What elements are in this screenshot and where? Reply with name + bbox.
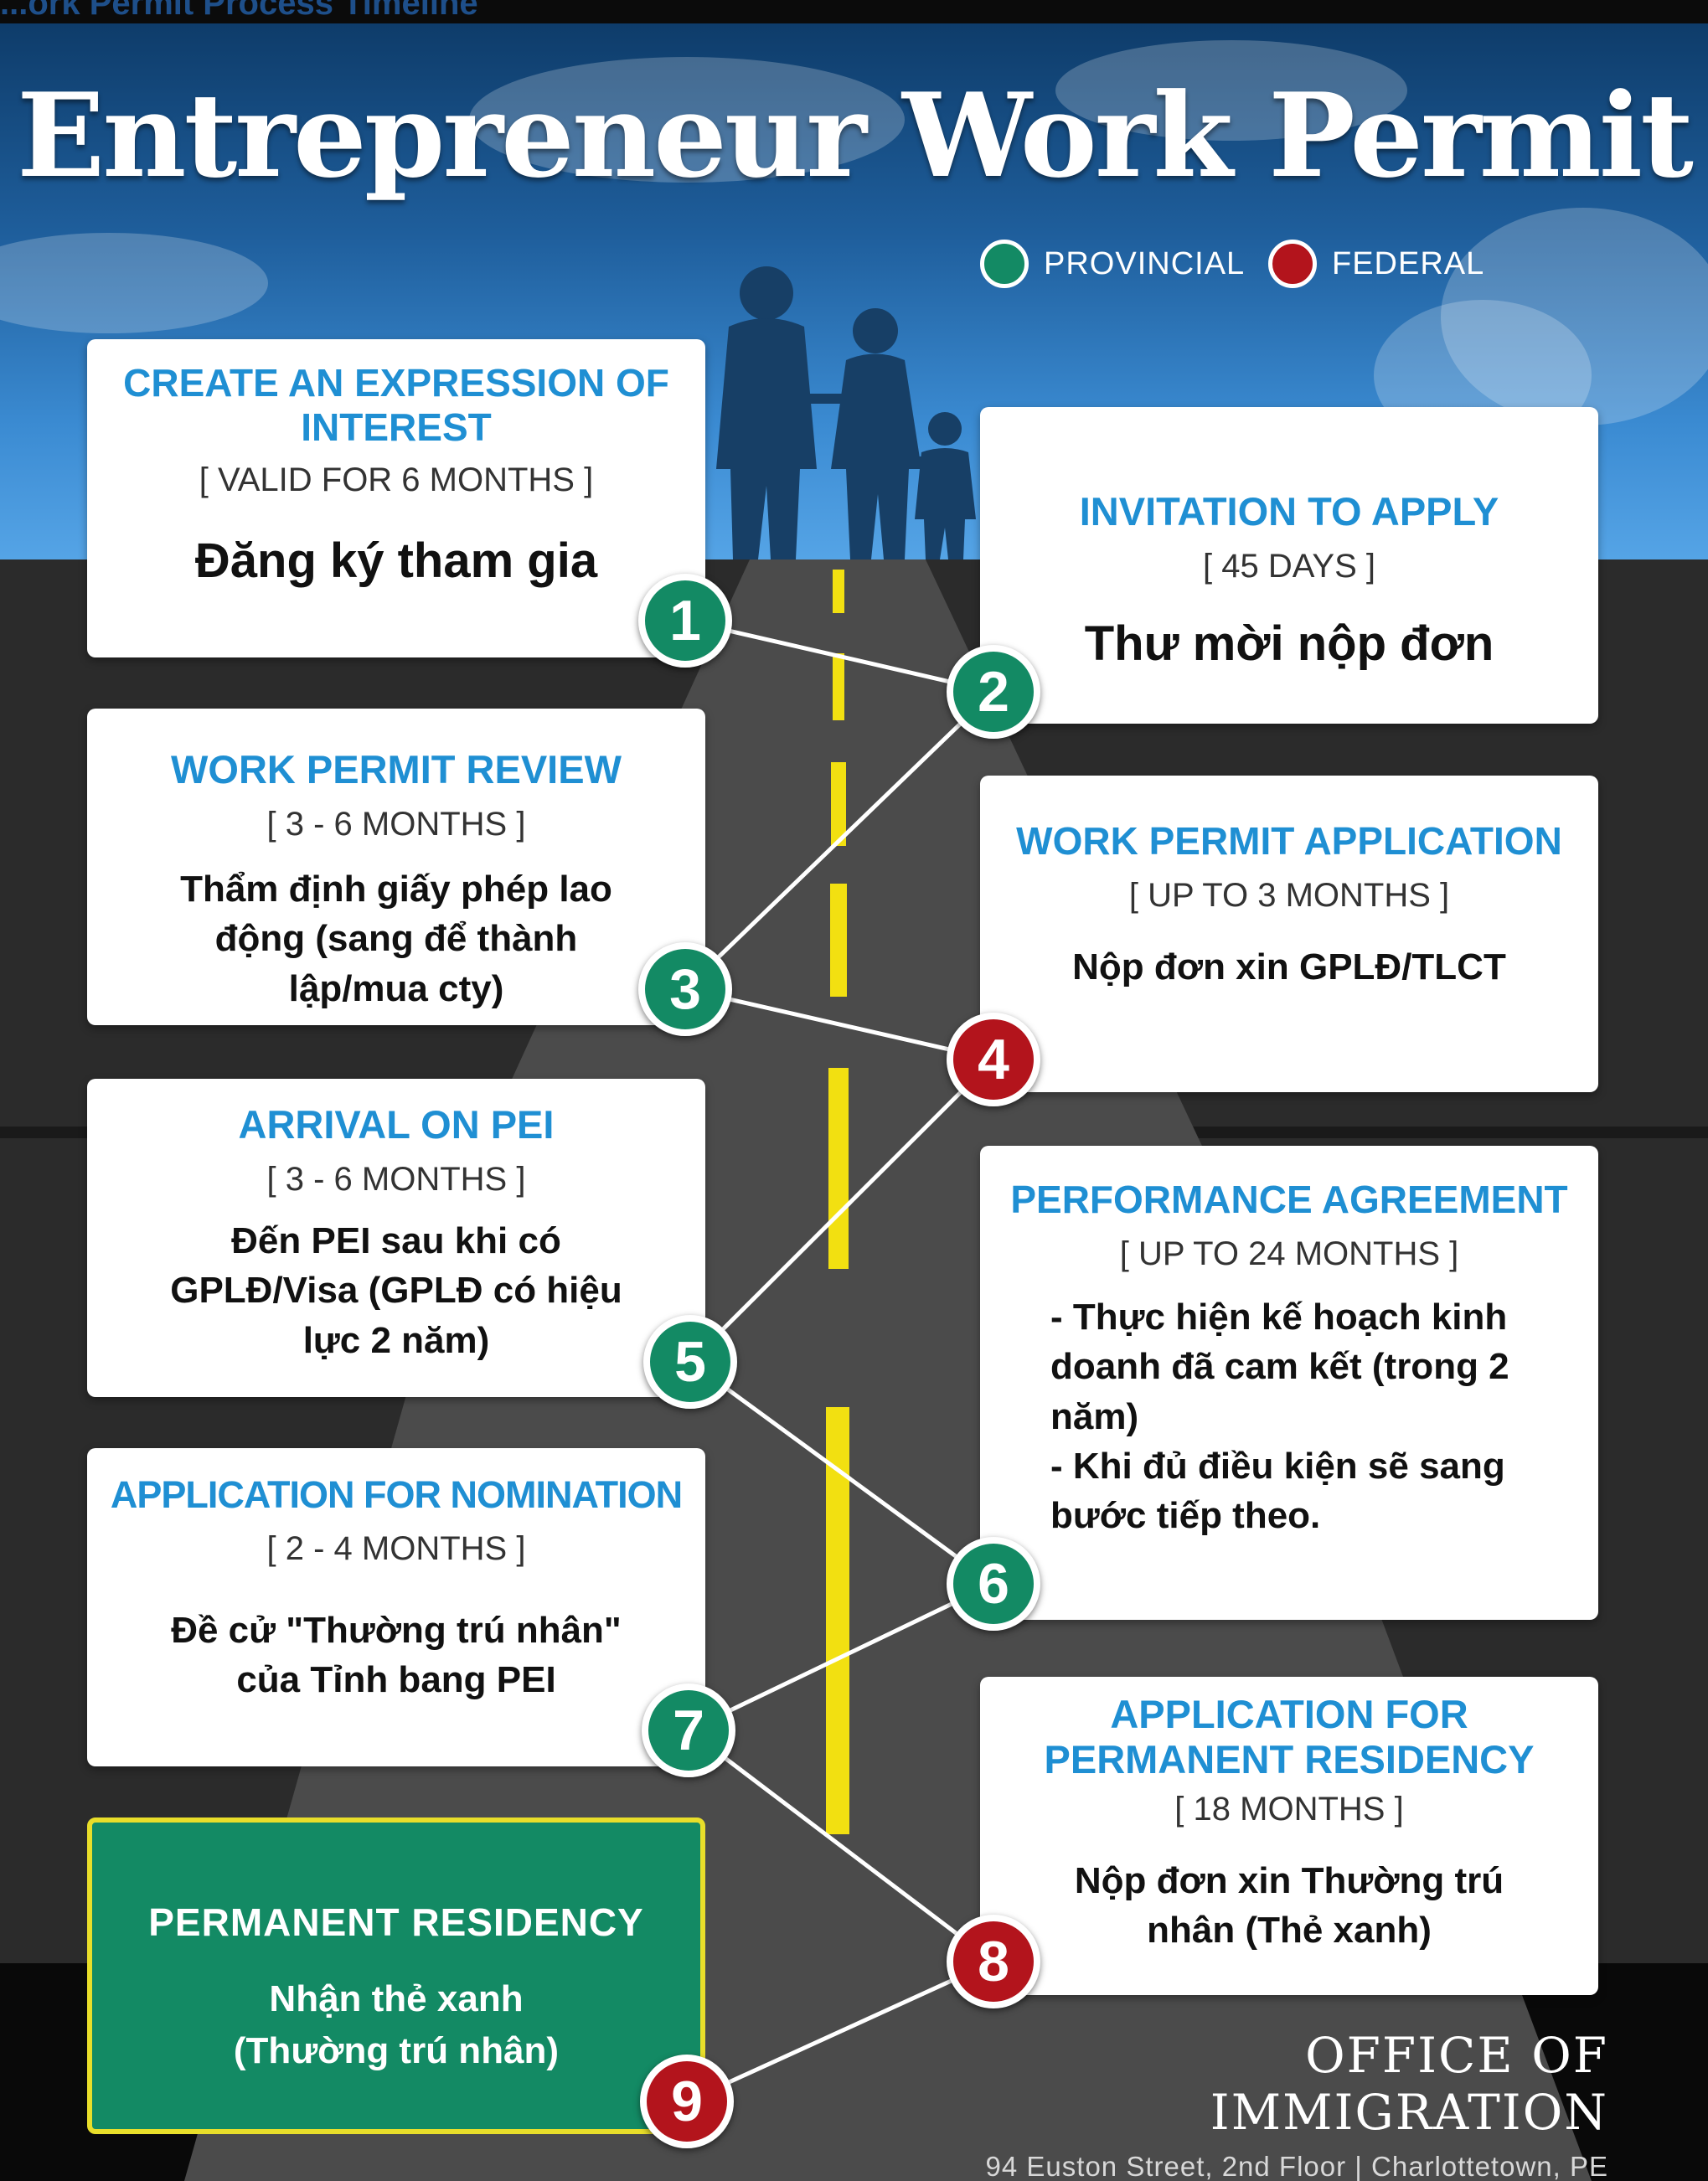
federal-dot-icon [1268, 240, 1317, 288]
cloud-shape [1055, 40, 1407, 141]
step-badge-4: 4 [947, 1013, 1040, 1106]
step-connectors [684, 618, 995, 2104]
step-card-8: APPLICATION FOR PERMANENT RESIDENCY [ 18… [980, 1677, 1598, 1995]
step-vietnamese: Thư mời nộp đơn [1084, 616, 1494, 672]
connector-line [687, 1581, 995, 1733]
header-strip: ...ork Permit Process Timeline [0, 0, 1708, 23]
legend-label: PROVINCIAL [1044, 245, 1246, 281]
step-card-1: CREATE AN EXPRESSION OF INTEREST [ VALID… [87, 339, 705, 657]
step-vietnamese: Nhận thẻ xanh (Thường trú nhân) [233, 1978, 560, 2071]
step-card-3: WORK PERMIT REVIEW [ 3 - 6 MONTHS ] Thẩm… [87, 709, 705, 1025]
page-title: Entrepreneur Work Permit [17, 67, 1694, 204]
step-title: WORK PERMIT REVIEW [171, 747, 622, 791]
step-title: WORK PERMIT APPLICATION [1016, 819, 1562, 863]
lane-dash [831, 762, 846, 846]
connector-line [689, 1058, 995, 1364]
cloud-shape [1441, 208, 1708, 425]
step-badge-7: 7 [642, 1683, 735, 1777]
step-duration: [ 2 - 4 MONTHS ] [266, 1529, 526, 1567]
step-title: PERMANENT RESIDENCY [148, 1900, 644, 1944]
office-footer: OFFICE OF IMMIGRATION 94 Euston Street, … [955, 2027, 1608, 2181]
connector-line [685, 1959, 995, 2104]
step-title: PERFORMANCE AGREEMENT [1010, 1178, 1568, 1221]
step-card-5: ARRIVAL ON PEI [ 3 - 6 MONTHS ] Đến PEI … [87, 1079, 705, 1397]
header-fragment: ...ork Permit Process Timeline [0, 0, 478, 22]
step-card-9: PERMANENT RESIDENCY Nhận thẻ xanh (Thườn… [87, 1818, 705, 2134]
cloud-shape [0, 233, 268, 333]
step-duration: [ 3 - 6 MONTHS ] [266, 806, 526, 843]
step-vietnamese: - Thực hiện kế hoạch kinh doanh đã cam k… [1050, 1296, 1509, 1537]
step-duration: [ 3 - 6 MONTHS ] [266, 1161, 526, 1199]
family-silhouette-icon [716, 266, 976, 559]
step-duration: [ VALID FOR 6 MONTHS ] [199, 461, 594, 498]
provincial-dot-icon [980, 240, 1029, 288]
step-vietnamese: Thẩm định giấy phép lao động (sang để th… [180, 869, 612, 1009]
lane-dash [830, 884, 847, 997]
cloud-shape [469, 57, 905, 183]
step-duration: [ UP TO 3 MONTHS ] [1128, 876, 1450, 914]
step-duration: [ 18 MONTHS ] [1174, 1791, 1404, 1828]
step-badge-3: 3 [638, 942, 732, 1036]
connector-line [689, 1359, 995, 1586]
step-title: APPLICATION FOR NOMINATION [110, 1473, 683, 1516]
step-duration: [ UP TO 24 MONTHS ] [1119, 1235, 1459, 1272]
lane-dash [826, 1407, 849, 1834]
step-title: APPLICATION FOR PERMANENT RESIDENCY [1044, 1692, 1535, 1782]
step-card-4: WORK PERMIT APPLICATION [ UP TO 3 MONTHS… [980, 776, 1598, 1092]
step-badge-9: 9 [640, 2055, 734, 2148]
step-badge-2: 2 [947, 645, 1040, 739]
step-title: CREATE AN EXPRESSION OF INTEREST [123, 361, 669, 449]
step-card-2: INVITATION TO APPLY [ 45 DAYS ] Thư mời … [980, 407, 1598, 724]
office-name: OFFICE OF IMMIGRATION [1210, 2027, 1608, 2141]
legend-federal: FEDERAL [1268, 235, 1484, 293]
step-vietnamese: Đề cử "Thường trú nhân" của Tỉnh bang PE… [171, 1609, 622, 1701]
lane-dash [828, 1068, 849, 1269]
step-card-7: APPLICATION FOR NOMINATION [ 2 - 4 MONTH… [87, 1448, 705, 1766]
step-duration: [ 45 DAYS ] [1202, 548, 1375, 585]
step-vietnamese: Đến PEI sau khi có GPLĐ/Visa (GPLĐ có hi… [170, 1220, 622, 1361]
connector-line [684, 690, 995, 991]
legend-label: FEDERAL [1332, 245, 1485, 281]
connector-line [684, 618, 994, 694]
legend-provincial: PROVINCIAL [980, 235, 1245, 293]
step-badge-8: 8 [947, 1915, 1040, 2008]
step-badge-5: 5 [643, 1315, 737, 1409]
step-card-6: PERFORMANCE AGREEMENT [ UP TO 24 MONTHS … [980, 1146, 1598, 1620]
step-title: INVITATION TO APPLY [1079, 489, 1499, 534]
office-address: 94 Euston Street, 2nd Floor | Charlottet… [985, 2151, 1608, 2181]
connector-line [687, 1729, 995, 1963]
step-badge-1: 1 [638, 574, 732, 668]
step-vietnamese: Nộp đơn xin GPLĐ/TLCT [1072, 946, 1506, 987]
step-vietnamese: Đăng ký tham gia [194, 533, 598, 588]
lane-dash [833, 653, 844, 720]
step-title: ARRIVAL ON PEI [238, 1102, 555, 1147]
lane-dash [833, 570, 844, 613]
step-badge-6: 6 [947, 1537, 1040, 1631]
step-vietnamese: Nộp đơn xin Thường trú nhân (Thẻ xanh) [1074, 1860, 1504, 1952]
connector-line [684, 987, 994, 1062]
